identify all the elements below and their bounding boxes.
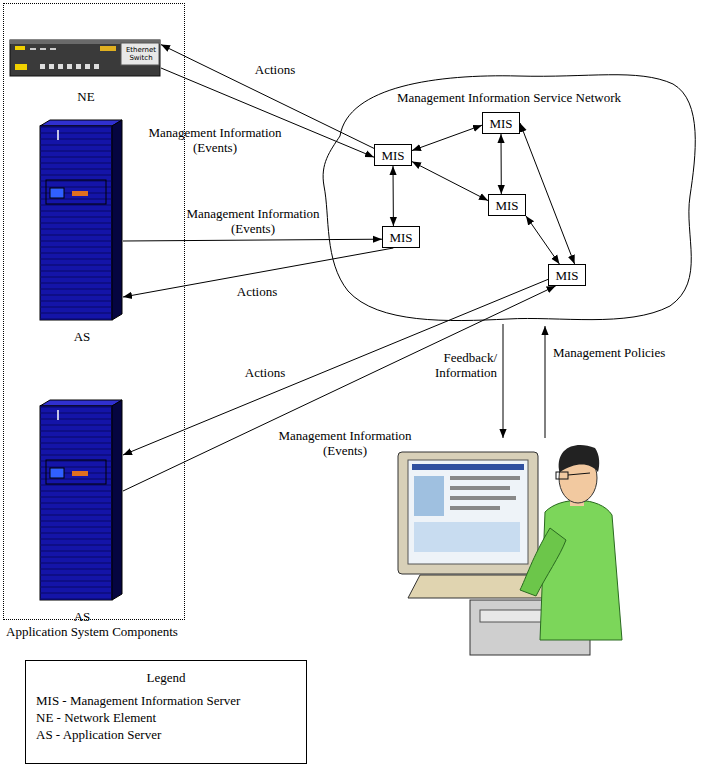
connector-arrow [123, 239, 382, 241]
node-label: NE [11, 89, 161, 104]
server-picture [40, 400, 122, 600]
connector-arrow [412, 162, 488, 201]
node-label: Management Information Service Network [318, 90, 700, 105]
node-label: AS [41, 329, 123, 344]
node-label: MIS [555, 268, 578, 283]
node-label: MIS - Management Information Server [36, 692, 296, 709]
node-label: Ethernet Switch [122, 46, 160, 62]
server-box: MIS [482, 112, 520, 134]
connector-arrow [161, 68, 374, 157]
arrow-label: Feedback/ Information [425, 350, 497, 380]
application-server: AS [41, 401, 123, 601]
server-box: MIS [382, 226, 420, 248]
connector-arrow [501, 134, 502, 194]
application-server: AS [41, 121, 123, 321]
connector-arrow [393, 166, 394, 226]
server-box: MIS [548, 264, 586, 286]
node-label: MIS [495, 198, 518, 213]
legend-title: Legend [36, 669, 296, 686]
connector-arrow [526, 216, 559, 264]
legend-box: LegendMIS - Management Information Serve… [25, 660, 307, 764]
component-region: Ethernet SwitchNEASASApplication System … [3, 3, 185, 620]
server-box: MIS [488, 194, 526, 216]
edge-label: Actions [232, 284, 282, 299]
node-label: MIS [381, 148, 404, 163]
node-label: Application System Components [6, 624, 178, 639]
edge-label: Actions [250, 62, 300, 77]
network-element: Ethernet SwitchNE [11, 41, 161, 77]
node-label: NE - Network Element [36, 709, 296, 726]
connector-arrow [520, 123, 575, 264]
arrow-label: Management Policies [553, 345, 683, 360]
node-label: AS - Application Server [36, 726, 296, 743]
edge-label: Management Information (Events) [178, 206, 328, 236]
server-box: MIS [374, 144, 412, 166]
node-label: MIS [389, 230, 412, 245]
switch-picture [10, 40, 160, 76]
user-picture [398, 445, 622, 655]
edge-label: Actions [240, 365, 290, 380]
node-label: AS [41, 609, 123, 624]
server-picture [40, 120, 122, 320]
network-cloud: MIS MIS MIS MIS MIS Management Information Se… [318, 66, 700, 324]
edge-label: Management Information (Events) [270, 428, 420, 458]
node-label: MIS [489, 116, 512, 131]
feedback-arrows [503, 324, 545, 438]
edge-label: Management Information (Events) [140, 125, 290, 155]
connector-arrow [412, 125, 482, 150]
